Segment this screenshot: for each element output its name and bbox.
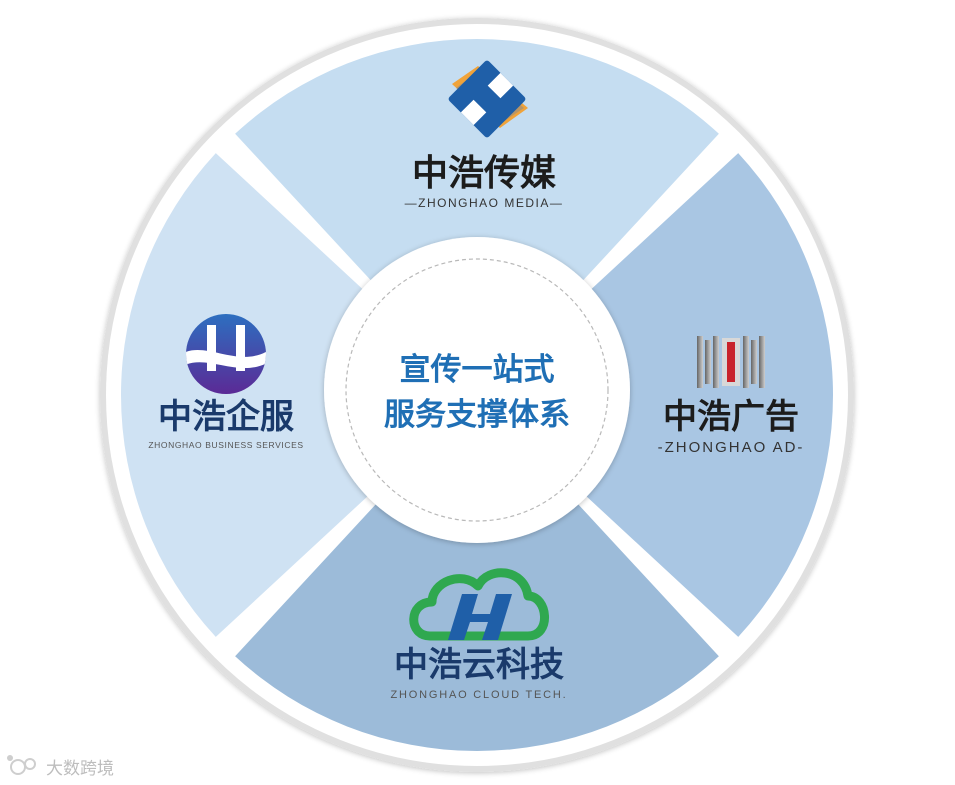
zhonghao-ad-logo [697, 336, 765, 388]
cloud-name-en: ZHONGHAO CLOUD TECH. [391, 689, 568, 701]
center-title-line1: 宣传一站式 [400, 352, 555, 388]
watermark: 大数跨境 [7, 755, 114, 779]
segment-top [235, 38, 719, 293]
cloud-name-cn: 中浩云科技 [394, 645, 564, 685]
segment-left [121, 153, 375, 637]
segment-bottom [235, 497, 719, 751]
media-name-en: —ZHONGHAO MEDIA— [405, 196, 564, 210]
brand-business: 中浩企服 ZHONGHAO BUSINESS SERVICES [148, 314, 303, 450]
segments-group [121, 38, 834, 751]
brand-cloud: 中浩云科技 ZHONGHAO CLOUD TECH. [391, 568, 568, 701]
center-title-line2: 服务支撑体系 [384, 397, 570, 433]
media-name-cn: 中浩传媒 [412, 153, 557, 194]
center-circle [324, 237, 630, 543]
ad-name-cn: 中浩广告 [663, 397, 799, 437]
business-name-cn: 中浩企服 [158, 397, 294, 437]
zhonghao-cloud-logo [409, 568, 549, 641]
zhonghao-business-logo [186, 314, 266, 394]
segment-right [579, 153, 834, 637]
center-dashed-ring [345, 258, 609, 522]
brand-ad: 中浩广告 -ZHONGHAO AD- [658, 336, 805, 456]
brand-media: 中浩传媒 —ZHONGHAO MEDIA— [405, 60, 564, 210]
business-name-en: ZHONGHAO BUSINESS SERVICES [148, 440, 303, 450]
watermark-text: 大数跨境 [46, 759, 114, 779]
watermark-logo-icon [7, 755, 36, 775]
ad-name-en: -ZHONGHAO AD- [658, 439, 805, 456]
zhonghao-media-logo [448, 60, 528, 138]
